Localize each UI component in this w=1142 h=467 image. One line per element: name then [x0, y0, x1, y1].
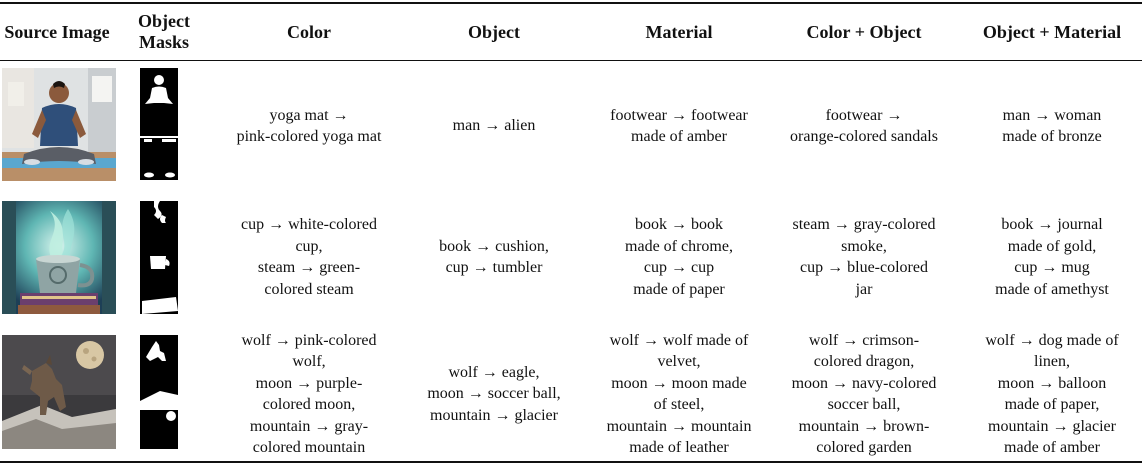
row2-object: book → cushion, cup → tumbler	[439, 237, 549, 277]
row1-color: yoga mat → pink-colored yoga mat	[236, 106, 382, 146]
source-image-wolf	[2, 335, 116, 449]
row3-object: wolf → eagle, moon → soccer ball, mounta…	[427, 363, 561, 424]
row1-material: footwear → footwear made of amber	[610, 106, 748, 146]
header-object: Object	[468, 21, 520, 42]
header-color: Color	[287, 21, 331, 42]
source-image-yoga	[2, 68, 116, 181]
row3-material: wolf → wolf made of velvet, moon → moon …	[606, 331, 752, 457]
row2-material: book → book made of chrome, cup → cup ma…	[625, 216, 733, 298]
row3-object-material: wolf → dog made of linen, moon → balloon…	[985, 331, 1119, 457]
object-mask-yoga	[140, 68, 178, 180]
row1-object: man → alien	[452, 117, 536, 135]
source-image-cup	[2, 201, 116, 314]
row2-color-object: steam → gray-colored smoke, cup → blue-c…	[792, 216, 936, 298]
object-mask-wolf	[140, 335, 178, 408]
object-mask-moon	[140, 410, 178, 449]
row2-object-material: book → journal made of gold, cup → mug m…	[995, 216, 1109, 298]
row1-object-material: man → woman made of bronze	[1002, 106, 1102, 146]
header-source-image: Source Image	[4, 21, 110, 42]
header-color-object: Color + Object	[806, 21, 922, 42]
row1-color-object: footwear → orange-colored sandals	[790, 106, 938, 146]
row3-color-object: wolf → crimson- colored dragon, moon → n…	[791, 331, 937, 457]
row3-color: wolf → pink-colored wolf, moon → purple-…	[241, 331, 377, 457]
row2-color: cup → white-colored cup, steam → green- …	[241, 216, 377, 298]
header-object-material: Object + Material	[982, 21, 1122, 42]
header-material: Material	[645, 21, 713, 42]
header-rule	[0, 60, 1142, 61]
header-object-masks: Object Masks	[138, 11, 190, 52]
bottom-rule	[0, 461, 1142, 463]
top-rule	[0, 2, 1142, 4]
object-mask-cup	[140, 201, 178, 314]
